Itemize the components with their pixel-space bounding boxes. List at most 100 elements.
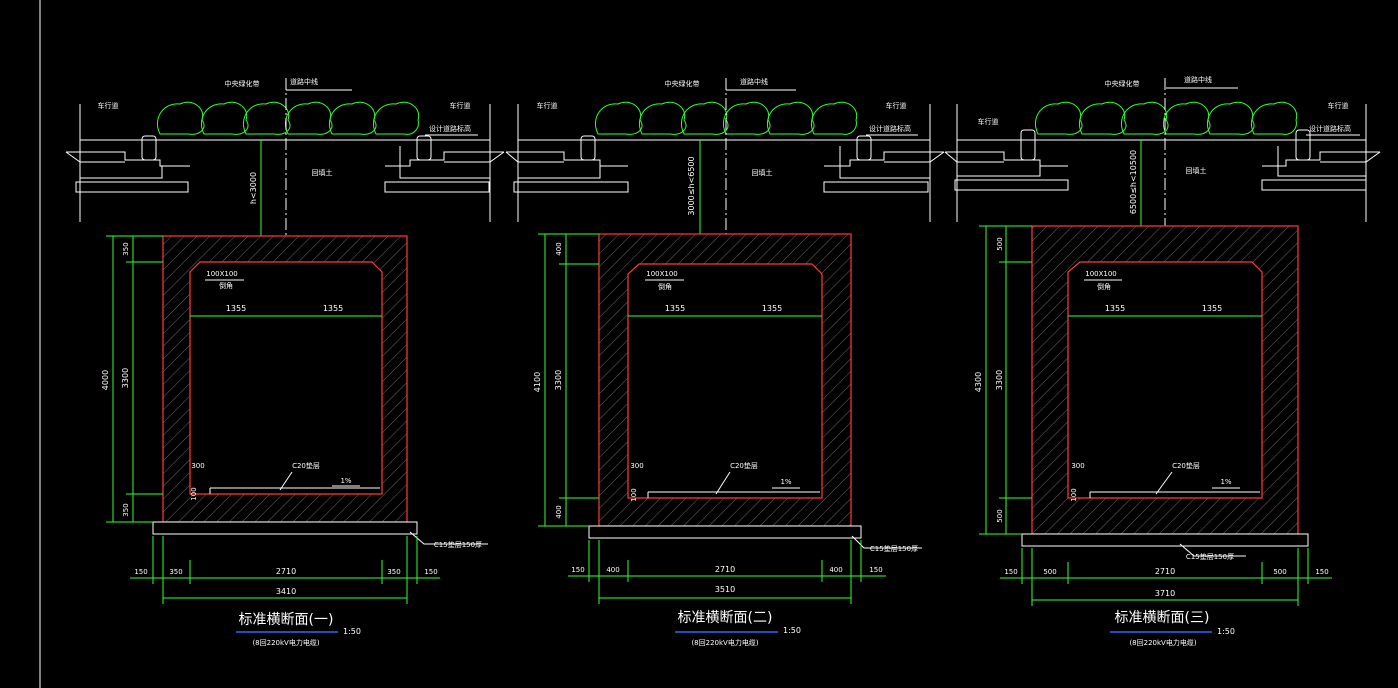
floor-label: C20垫层 (730, 461, 758, 470)
inner-height-label: 3300 (995, 370, 1004, 390)
median-label: 中央绿化带 (225, 79, 260, 88)
step-height-label: 100 (1070, 488, 1078, 501)
horizontal-dimensions (130, 536, 440, 604)
total-height-label: 4100 (533, 372, 542, 392)
section-scale: 1:50 (783, 626, 801, 635)
median-shrubs (595, 101, 858, 135)
box-culvert (152, 235, 418, 535)
design-elevation-label: 设计道路标高 (1309, 124, 1351, 133)
wall-right-label: 500 (1273, 568, 1286, 576)
footing-right-label: 150 (424, 568, 437, 576)
road-surface (505, 104, 945, 222)
total-width-label: 3410 (276, 587, 296, 596)
half-width-right: 1355 (1202, 304, 1222, 313)
wall-right-label: 400 (829, 566, 842, 574)
half-width-right: 1355 (323, 304, 343, 313)
footing-right-label: 150 (869, 566, 882, 574)
floor-label: C20垫层 (1172, 461, 1200, 470)
inner-width-label: 2710 (276, 567, 296, 576)
wall-thickness-top: 500 (996, 237, 1004, 250)
horizontal-dimensions (568, 540, 886, 604)
design-elevation-label: 设计道路标高 (869, 124, 911, 133)
carriageway-right-label: 车行道 (1328, 101, 1349, 110)
road-center-label: 道路中线 (290, 77, 318, 86)
section-scale: 1:50 (1217, 627, 1235, 636)
floor-label: C20垫层 (292, 461, 320, 470)
carriageway-left-label: 车行道 (978, 117, 999, 126)
chamfer-sub-label: 倒角 (1097, 282, 1111, 291)
median-label: 中央绿化带 (665, 79, 700, 88)
step-width-label: 300 (191, 462, 204, 470)
section-2: 中央绿化带 道路中线 车行道 车行道 设计道路标高 回填土 3000≤h<650… (505, 77, 945, 647)
slope-label: 1% (780, 478, 791, 486)
total-height-label: 4300 (974, 372, 983, 392)
half-width-left: 1355 (665, 304, 685, 313)
section-title: 标准横断面(二) (678, 610, 773, 626)
inner-width-label: 2710 (1155, 567, 1175, 576)
median-shrubs (1035, 101, 1298, 135)
inner-width-label: 2710 (715, 565, 735, 574)
wall-thickness-top: 400 (555, 242, 563, 255)
wall-thickness-bottom: 400 (555, 505, 563, 518)
half-width-left: 1355 (1105, 304, 1125, 313)
footing-left-label: 150 (1004, 568, 1017, 576)
section-subtitle: (8回220kV电力电缆) (252, 638, 319, 647)
section-title: 标准横断面(一) (239, 612, 334, 628)
carriageway-left-label: 车行道 (98, 101, 119, 110)
box-culvert (588, 233, 862, 539)
section-3: 中央绿化带 道路中线 车行道 车行道 设计道路标高 回填土 6500≤h<105… (944, 75, 1381, 647)
carriageway-right-label: 车行道 (886, 101, 907, 110)
chamfer-sub-label: 倒角 (658, 282, 672, 291)
section-subtitle: (8回220kV电力电缆) (691, 638, 758, 647)
backfill-label: 回填土 (1186, 166, 1207, 175)
step-width-label: 300 (630, 462, 643, 470)
median-shrubs (157, 101, 420, 135)
wall-left-label: 400 (606, 566, 619, 574)
carriageway-left-label: 车行道 (537, 101, 558, 110)
wall-thickness-bottom: 500 (996, 509, 1004, 522)
road-surface (944, 104, 1381, 222)
wall-left-label: 500 (1043, 568, 1056, 576)
section-1: 中央绿化带 道路中线 车行道 车行道 设计道路标高 回填土 h<3000 100… (65, 77, 505, 647)
chamfer-sub-label: 倒角 (219, 281, 233, 290)
wall-left-label: 350 (169, 568, 182, 576)
total-width-label: 3710 (1155, 589, 1175, 598)
footing-right-label: 150 (1315, 568, 1328, 576)
section-title: 标准横断面(三) (1115, 610, 1210, 626)
slope-label: 1% (1220, 478, 1231, 486)
backfill-label: 回填土 (752, 168, 773, 177)
road-surface (65, 104, 505, 222)
inner-height-label: 3300 (121, 368, 130, 388)
carriageway-right-label: 车行道 (450, 101, 471, 110)
section-scale: 1:50 (343, 627, 361, 636)
depth-label: 6500≤h<10500 (1129, 150, 1138, 214)
total-height-label: 4000 (101, 370, 110, 390)
wall-thickness-top: 350 (122, 242, 130, 255)
chamfer-label: 100X100 (1085, 270, 1117, 278)
design-elevation-label: 设计道路标高 (429, 124, 471, 133)
depth-label: 3000≤h<6500 (687, 156, 696, 215)
vertical-dimensions (538, 233, 599, 527)
chamfer-label: 100X100 (646, 270, 678, 278)
vertical-dimensions (106, 235, 163, 523)
half-width-left: 1355 (226, 304, 246, 313)
depth-label: h<3000 (249, 172, 258, 204)
step-height-label: 100 (630, 488, 638, 501)
median-label: 中央绿化带 (1105, 79, 1140, 88)
step-width-label: 300 (1071, 462, 1084, 470)
box-culvert (1021, 225, 1309, 547)
inner-height-label: 3300 (554, 370, 563, 390)
wall-thickness-bottom: 350 (122, 503, 130, 516)
step-height-label: 100 (190, 487, 198, 500)
wall-right-label: 350 (387, 568, 400, 576)
footing-left-label: 150 (571, 566, 584, 574)
backfill-label: 回填土 (312, 168, 333, 177)
chamfer-label: 100X100 (206, 270, 238, 278)
footing-left-label: 150 (134, 568, 147, 576)
vertical-dimensions (979, 225, 1032, 535)
road-center-label: 道路中线 (1184, 75, 1212, 84)
section-subtitle: (8回220kV电力电缆) (1129, 638, 1196, 647)
total-width-label: 3510 (715, 585, 735, 594)
horizontal-dimensions (1000, 548, 1332, 606)
